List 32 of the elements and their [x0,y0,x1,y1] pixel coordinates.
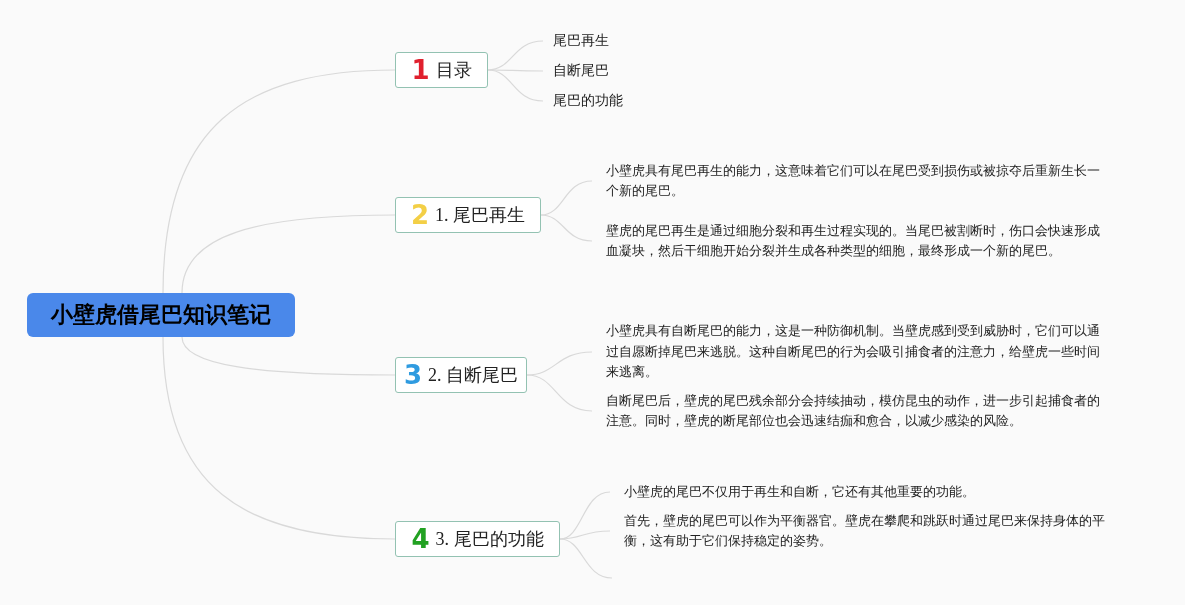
topic-label: 2. 自断尾巴 [428,364,519,387]
priority-number: 3 [403,362,423,388]
priority-number: 1 [411,57,430,83]
note-text: 首先，壁虎的尾巴可以作为平衡器官。壁虎在攀爬和跳跃时通过尾巴来保持身体的平衡，这有助于它们保持稳定的姿势。 [624,511,1106,550]
branch-line [487,69,544,102]
branch-line [162,69,396,294]
central-topic-box: 小壁虎借尾巴知识笔记 [27,293,295,337]
subtopic-text: 自断尾巴 [553,62,609,80]
topic-box [395,197,541,233]
branch-line [540,180,593,216]
topic-box [395,52,488,88]
branch-line [559,538,613,579]
note-text: 小壁虎的尾巴不仅用于再生和自断，它还有其他重要的功能。 [624,482,975,501]
note-text: 壁虎的尾巴再生是通过细胞分裂和再生过程实现的。当尾巴被割断时，伤口会快速形成血凝块，然后干细胞开始分裂并生成各种类型的细胞，最终形成一个新的尾巴。 [606,221,1101,260]
branch-line [526,351,593,376]
subtopic-text: 尾巴再生 [553,32,609,50]
branch-line [181,214,396,294]
branch-line [181,336,396,376]
topic-label: 1. 尾巴再生 [435,204,526,227]
topic-box [395,357,527,393]
priority-number: 4 [411,526,430,552]
note-text: 小壁虎具有自断尾巴的能力，这是一种防御机制。当壁虎感到受到威胁时，它们可以通过自愿断掉尾巴来逃脱。这种自断尾巴的行为会吸引捕食者的注意力，给壁虎一些时间来逃离。 [606,322,1101,382]
subtopic-text: 尾巴的功能 [553,92,623,110]
note-text: 自断尾巴后，壁虎的尾巴残余部分会持续抽动，模仿昆虫的动作，进一步引起捕食者的注意。同时，壁虎的断尾部位也会迅速结痂和愈合，以减少感染的风险。 [606,391,1101,430]
priority-number: 2 [410,202,430,228]
note-text: 小壁虎具有尾巴再生的能力，这意味着它们可以在尾巴受到损伤或被掠夺后重新生长一个新的尾巴。 [606,161,1101,200]
topic-label: 3. 尾巴的功能 [435,528,544,551]
branch-line [540,214,593,242]
topic-label: 目录 [435,59,472,82]
branch-line [162,336,396,540]
topic-box [395,521,560,557]
branch-line [526,374,593,412]
